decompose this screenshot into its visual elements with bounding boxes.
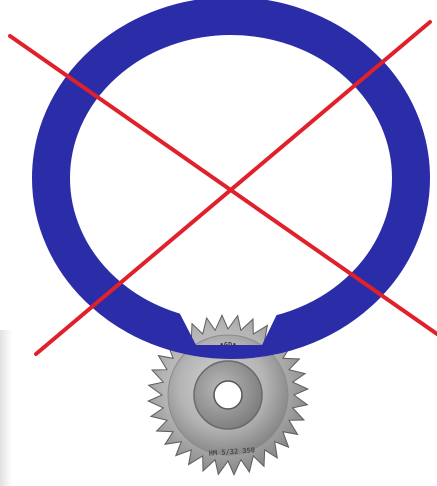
ring-icon bbox=[51, 16, 411, 340]
ring-shape bbox=[51, 16, 411, 340]
saw-blade-bore bbox=[214, 381, 242, 409]
